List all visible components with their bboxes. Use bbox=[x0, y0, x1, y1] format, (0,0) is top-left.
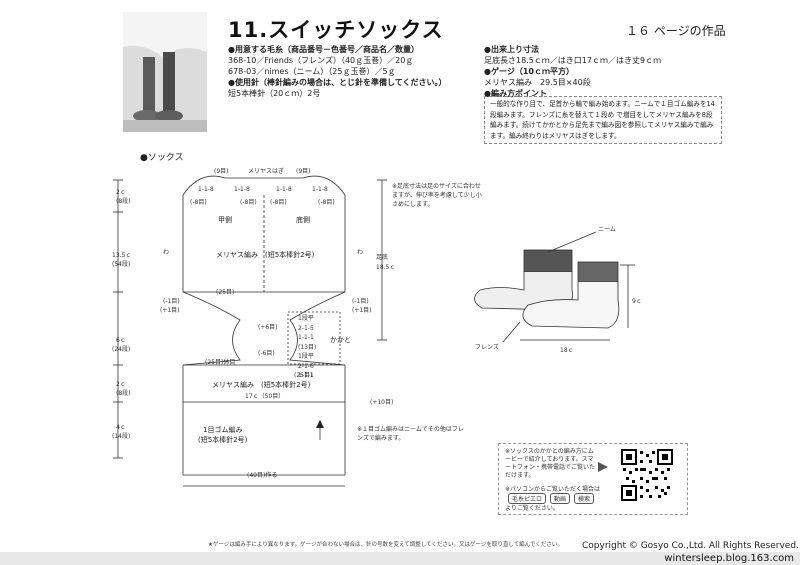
dim-6c-rows: (24段) bbox=[112, 346, 131, 353]
sock-photo-illustration bbox=[123, 12, 207, 132]
dim-4c-rows: (14段) bbox=[112, 433, 131, 440]
sole-label: 底側 bbox=[296, 216, 310, 224]
cast-on-label: (40目)作る bbox=[247, 472, 278, 479]
dim-2c-top-rows: (8段) bbox=[116, 198, 131, 205]
wa-left: わ bbox=[163, 249, 170, 256]
minus8-2: (-8目) bbox=[240, 199, 257, 206]
materials-section: ●用意する毛糸（商品番号－色番号／商品名／数量） 368-10／Friends（… bbox=[228, 44, 478, 99]
product-photo bbox=[123, 12, 207, 132]
heel-rows: 1段平 2-1-5 1-1-1 (13目) 1段平 2-1-6 1-1-1 bbox=[298, 314, 316, 381]
minus8-1: (-8目) bbox=[190, 199, 207, 206]
rib-text-1: 1目ゴム編み bbox=[203, 426, 243, 434]
instep-label: 甲側 bbox=[218, 216, 232, 224]
dim-13-5-rows: (54段) bbox=[112, 261, 131, 268]
qr-text-2: ※パソコンからご覧いただく場合は bbox=[505, 486, 601, 493]
copyright: Copyright © Gosyo Co.,Ltd. All Rights Re… bbox=[582, 541, 799, 551]
minus8-4: (-8目) bbox=[318, 199, 335, 206]
label-top-mid: メリヤスはぎ bbox=[248, 168, 285, 175]
diagram-heading: ●ソックス bbox=[140, 153, 184, 163]
page-reference: １６ ページの作品 bbox=[626, 24, 726, 38]
minus1-right: (-1目) bbox=[352, 298, 369, 305]
heel-row: 2-1-5 bbox=[298, 324, 314, 332]
blog-url[interactable]: wintersleep.blog.163.com bbox=[664, 553, 794, 564]
note-rib: ※１目ゴム編みはニームでその他はフレンズで編みます。 bbox=[357, 426, 464, 442]
plus10-label: (+10目) bbox=[370, 399, 394, 406]
blog-bar bbox=[0, 552, 800, 565]
materials-heading: ●用意する毛糸（商品番号－色番号／商品名／数量） bbox=[228, 45, 419, 54]
size-section: ●出来上り寸法 足底長さ18.5ｃｍ／はき口17ｃｍ／はき丈9ｃｍ ●ゲージ（1… bbox=[484, 44, 724, 99]
dim-2c-top: 2ｃ bbox=[116, 189, 126, 196]
sts25-top: (25目) bbox=[216, 289, 235, 296]
dim-4c: 4ｃ bbox=[116, 424, 126, 431]
plus1-left: (+1目) bbox=[160, 307, 180, 314]
qr-code[interactable] bbox=[620, 448, 674, 502]
leg-stitch-text: メリヤス編み (短5本棒針2号) bbox=[212, 381, 311, 389]
dec-c: 1-1-8 bbox=[276, 186, 292, 193]
minus1-left: (-1目) bbox=[163, 298, 180, 305]
note-size: ※足底寸法は足のサイズに合わせますが、伸び率を考慮して少し小さめにします。 bbox=[392, 183, 482, 208]
dec-a: 1-1-8 bbox=[198, 186, 214, 193]
points-box bbox=[484, 96, 722, 144]
label-top-right: (9目) bbox=[296, 168, 311, 175]
size-value: 足底長さ18.5ｃｍ／はき口17ｃｍ／はき丈9ｃｍ bbox=[484, 56, 662, 65]
sts25-mid: (25目) bbox=[294, 372, 313, 379]
rib-text-2: (短5本棒針2号) bbox=[198, 436, 248, 444]
dim-6c: 6ｃ bbox=[116, 337, 126, 344]
width-17: 17ｃ（50目） bbox=[245, 393, 285, 400]
plus1-right: (+1目) bbox=[352, 307, 372, 314]
size-heading: ●出来上り寸法 bbox=[484, 45, 539, 54]
materials-line1: 368-10／Friends（フレンズ）（40ｇ玉巻）／20ｇ bbox=[228, 56, 414, 65]
dec-d: 1-1-8 bbox=[312, 186, 328, 193]
sole-length-value: 18.5ｃ bbox=[376, 264, 396, 271]
label-nimes: ニーム bbox=[598, 226, 616, 233]
minus8-3: (-8目) bbox=[270, 199, 287, 206]
heel-row: 1段平 bbox=[298, 353, 314, 360]
sole-length-label: 足底 bbox=[376, 254, 389, 261]
gauge-value: メリヤス編み 29.5目×40段 bbox=[484, 78, 591, 87]
qr-box bbox=[498, 443, 688, 515]
dim-2c-mid: 2ｃ bbox=[116, 381, 126, 388]
wa-right: わ bbox=[357, 249, 364, 256]
heel-row: 1段平 bbox=[298, 315, 314, 322]
dec-b: 1-1-8 bbox=[234, 186, 250, 193]
body-stitch-text: メリヤス編み (短5本棒針2号) bbox=[216, 251, 315, 259]
heel-row: 1-1-1 bbox=[298, 334, 314, 341]
heel-row: 2-1-6 bbox=[298, 362, 314, 370]
materials-line2: 678-03／nimes（ニーム）（25ｇ玉巻）／5ｇ bbox=[228, 67, 396, 76]
label-top-left: (9目) bbox=[214, 168, 229, 175]
search-button[interactable]: 検索 bbox=[574, 493, 595, 504]
heel-row: 1-1-1 bbox=[298, 372, 314, 379]
dim-18c: 18ｃ bbox=[560, 347, 574, 354]
needle-heading: ●使用針（棒針編みの場合は、とじ針を準備してください。） bbox=[228, 78, 447, 87]
dim-13-5: 13.5ｃ bbox=[112, 252, 132, 259]
plus6-label: (+6目) bbox=[258, 324, 278, 331]
points-heading: ●編み方ポイント bbox=[484, 89, 547, 98]
sts25-rest: (25目)休目 bbox=[205, 359, 236, 366]
minus6-label: (-6目) bbox=[258, 350, 275, 357]
video-button[interactable]: 動画 bbox=[550, 493, 571, 504]
needle-value: 短5本棒針（20ｃｍ）2号 bbox=[228, 89, 321, 98]
gauge-heading: ●ゲージ（10ｃｍ平方） bbox=[484, 67, 574, 76]
search-term-button[interactable]: 毛糸ピエロ bbox=[508, 493, 547, 504]
label-friends: フレンズ bbox=[475, 344, 499, 351]
points-text: 一般的な作り目で、足首から輪で編み始めます。ニームで１目ゴム編みを14段編みます… bbox=[490, 100, 715, 140]
qr-buttons: 毛糸ピエロ 動画 検索 bbox=[508, 493, 595, 504]
heel-row: (13目) bbox=[298, 343, 317, 351]
qr-code-icon bbox=[620, 448, 674, 502]
dim-9c: 9ｃ bbox=[632, 298, 642, 305]
page-title: 11.スイッチソックス bbox=[228, 18, 444, 42]
dim-2c-mid-rows: (8段) bbox=[116, 390, 131, 397]
footer-gauge-note: ★ゲージは編み手により異なります。ゲージが合わない場合は、針の号数を変えて調整し… bbox=[208, 542, 563, 548]
heel-label: かかと bbox=[330, 336, 351, 344]
qr-text-3: よりご覧ください。 bbox=[505, 505, 559, 512]
qr-text-1: ※ソックスのかかとの編み方にムービーで紹介しております。スマートフォン・携帯電話… bbox=[505, 448, 596, 479]
